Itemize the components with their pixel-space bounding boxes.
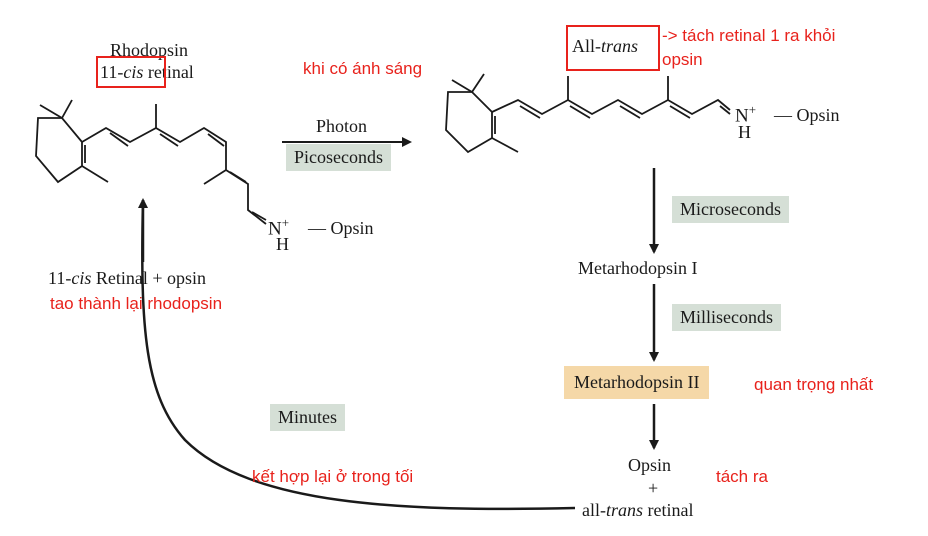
photon-label: Photon bbox=[316, 116, 368, 136]
cis-italic: cis bbox=[123, 62, 144, 82]
metarhodopsin2-box: Metarhodopsin II bbox=[564, 366, 710, 399]
opsin-label: Opsin bbox=[628, 455, 672, 475]
minutes-box: Minutes bbox=[270, 404, 346, 431]
metarhodopsin1-label: Metarhodopsin I bbox=[578, 258, 698, 278]
left-n-charge: + bbox=[281, 215, 290, 230]
plus-label: + bbox=[648, 478, 659, 498]
alltrans-title: All-trans bbox=[572, 36, 638, 57]
trans-retinal-structure bbox=[445, 73, 731, 154]
left-n: N bbox=[268, 218, 282, 240]
picoseconds-box: Picoseconds bbox=[286, 144, 391, 171]
regen-suffix: Retinal + opsin bbox=[91, 268, 206, 288]
cis-retinal-subtitle: 11-cis retinal bbox=[100, 62, 194, 83]
cis-prefix: 11- bbox=[100, 62, 124, 82]
annotation-detach-1: -> tách retinal 1 ra khỏi bbox=[662, 26, 836, 45]
regeneration-curve bbox=[141, 199, 576, 511]
cis-highlight-box bbox=[96, 56, 166, 88]
right-h-label: H bbox=[738, 122, 751, 142]
annotation-important: quan trọng nhất bbox=[754, 375, 874, 394]
annotation-reform: tao thành lại rhodopsin bbox=[50, 294, 223, 313]
annotation-detach-2: opsin bbox=[662, 50, 703, 69]
regen-label: 11-cis Retinal + opsin bbox=[48, 268, 206, 289]
left-opsin-link: — Opsin bbox=[308, 218, 374, 238]
right-n-label: N+ bbox=[735, 102, 756, 127]
alltrans-retinal-suffix: retinal bbox=[643, 500, 694, 520]
right-n: N bbox=[735, 105, 749, 127]
annotation-separate: tách ra bbox=[716, 467, 768, 486]
alltrans-retinal-prefix: all- bbox=[582, 500, 606, 520]
alltrans-italic: trans bbox=[601, 36, 639, 56]
annotation-dark: kết hợp lại ở trong tối bbox=[252, 467, 414, 486]
alltrans-retinal-italic: trans bbox=[606, 500, 644, 520]
alltrans-retinal-label: all-trans retinal bbox=[582, 500, 694, 521]
regen-prefix: 11- bbox=[48, 268, 72, 288]
cis-retinal-structure bbox=[35, 99, 267, 225]
rhodopsin-title: Rhodopsin bbox=[110, 40, 189, 60]
milliseconds-box: Milliseconds bbox=[672, 304, 781, 331]
left-n-label: N+ bbox=[268, 215, 289, 240]
microseconds-box: Microseconds bbox=[672, 196, 789, 223]
left-h-label: H bbox=[276, 234, 289, 254]
right-opsin-link: — Opsin bbox=[774, 105, 840, 125]
alltrans-prefix: All- bbox=[572, 36, 601, 56]
alltrans-highlight-box bbox=[566, 25, 660, 71]
right-n-charge: + bbox=[748, 102, 757, 117]
annotation-light: khi có ánh sáng bbox=[303, 59, 423, 78]
regen-italic: cis bbox=[71, 268, 92, 288]
cis-suffix: retinal bbox=[143, 62, 194, 82]
